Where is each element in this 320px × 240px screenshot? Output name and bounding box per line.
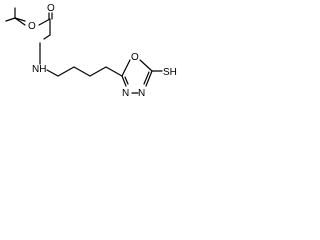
bond-nh-to-c1 — [46, 69, 59, 77]
bond-ring-n3-to-c2 — [121, 75, 127, 87]
atom-label-thiol: SH — [163, 67, 177, 78]
bond-tbu-quaternary-to-oxygen — [14, 17, 26, 26]
bond-c2-to-c3 — [73, 66, 91, 77]
bond-ring-c5-to-n4-double — [143, 71, 150, 85]
bond-c4-to-ring — [105, 66, 123, 77]
atom-label-ester-oxygen: O — [28, 21, 36, 32]
atom-label-ring-oxygen: O — [131, 52, 139, 63]
bond-c3-to-c4 — [89, 66, 107, 77]
bond-ring-o1-to-c5 — [139, 59, 153, 72]
bond-ester-oxygen-to-carbonyl — [38, 18, 51, 26]
atom-label-amide-nh: NH — [32, 64, 46, 75]
atom-label-ring-n4: N — [138, 88, 145, 99]
bond-tbu-methyl-left — [5, 17, 16, 22]
atom-label-ring-n3: N — [122, 88, 129, 99]
bond-c1-to-c2 — [57, 66, 75, 77]
bond-ring-c2-to-o1 — [121, 59, 131, 77]
bond-ring-c5-to-n4 — [145, 70, 153, 87]
atom-label-carbonyl-oxygen: O — [47, 3, 55, 14]
bond-carbonyl-to-nh-lower — [43, 34, 51, 40]
molecule-diagram: O O NH O N N SH — [5, 3, 177, 99]
bond-ring-n3-to-c2-double — [124, 76, 129, 85]
